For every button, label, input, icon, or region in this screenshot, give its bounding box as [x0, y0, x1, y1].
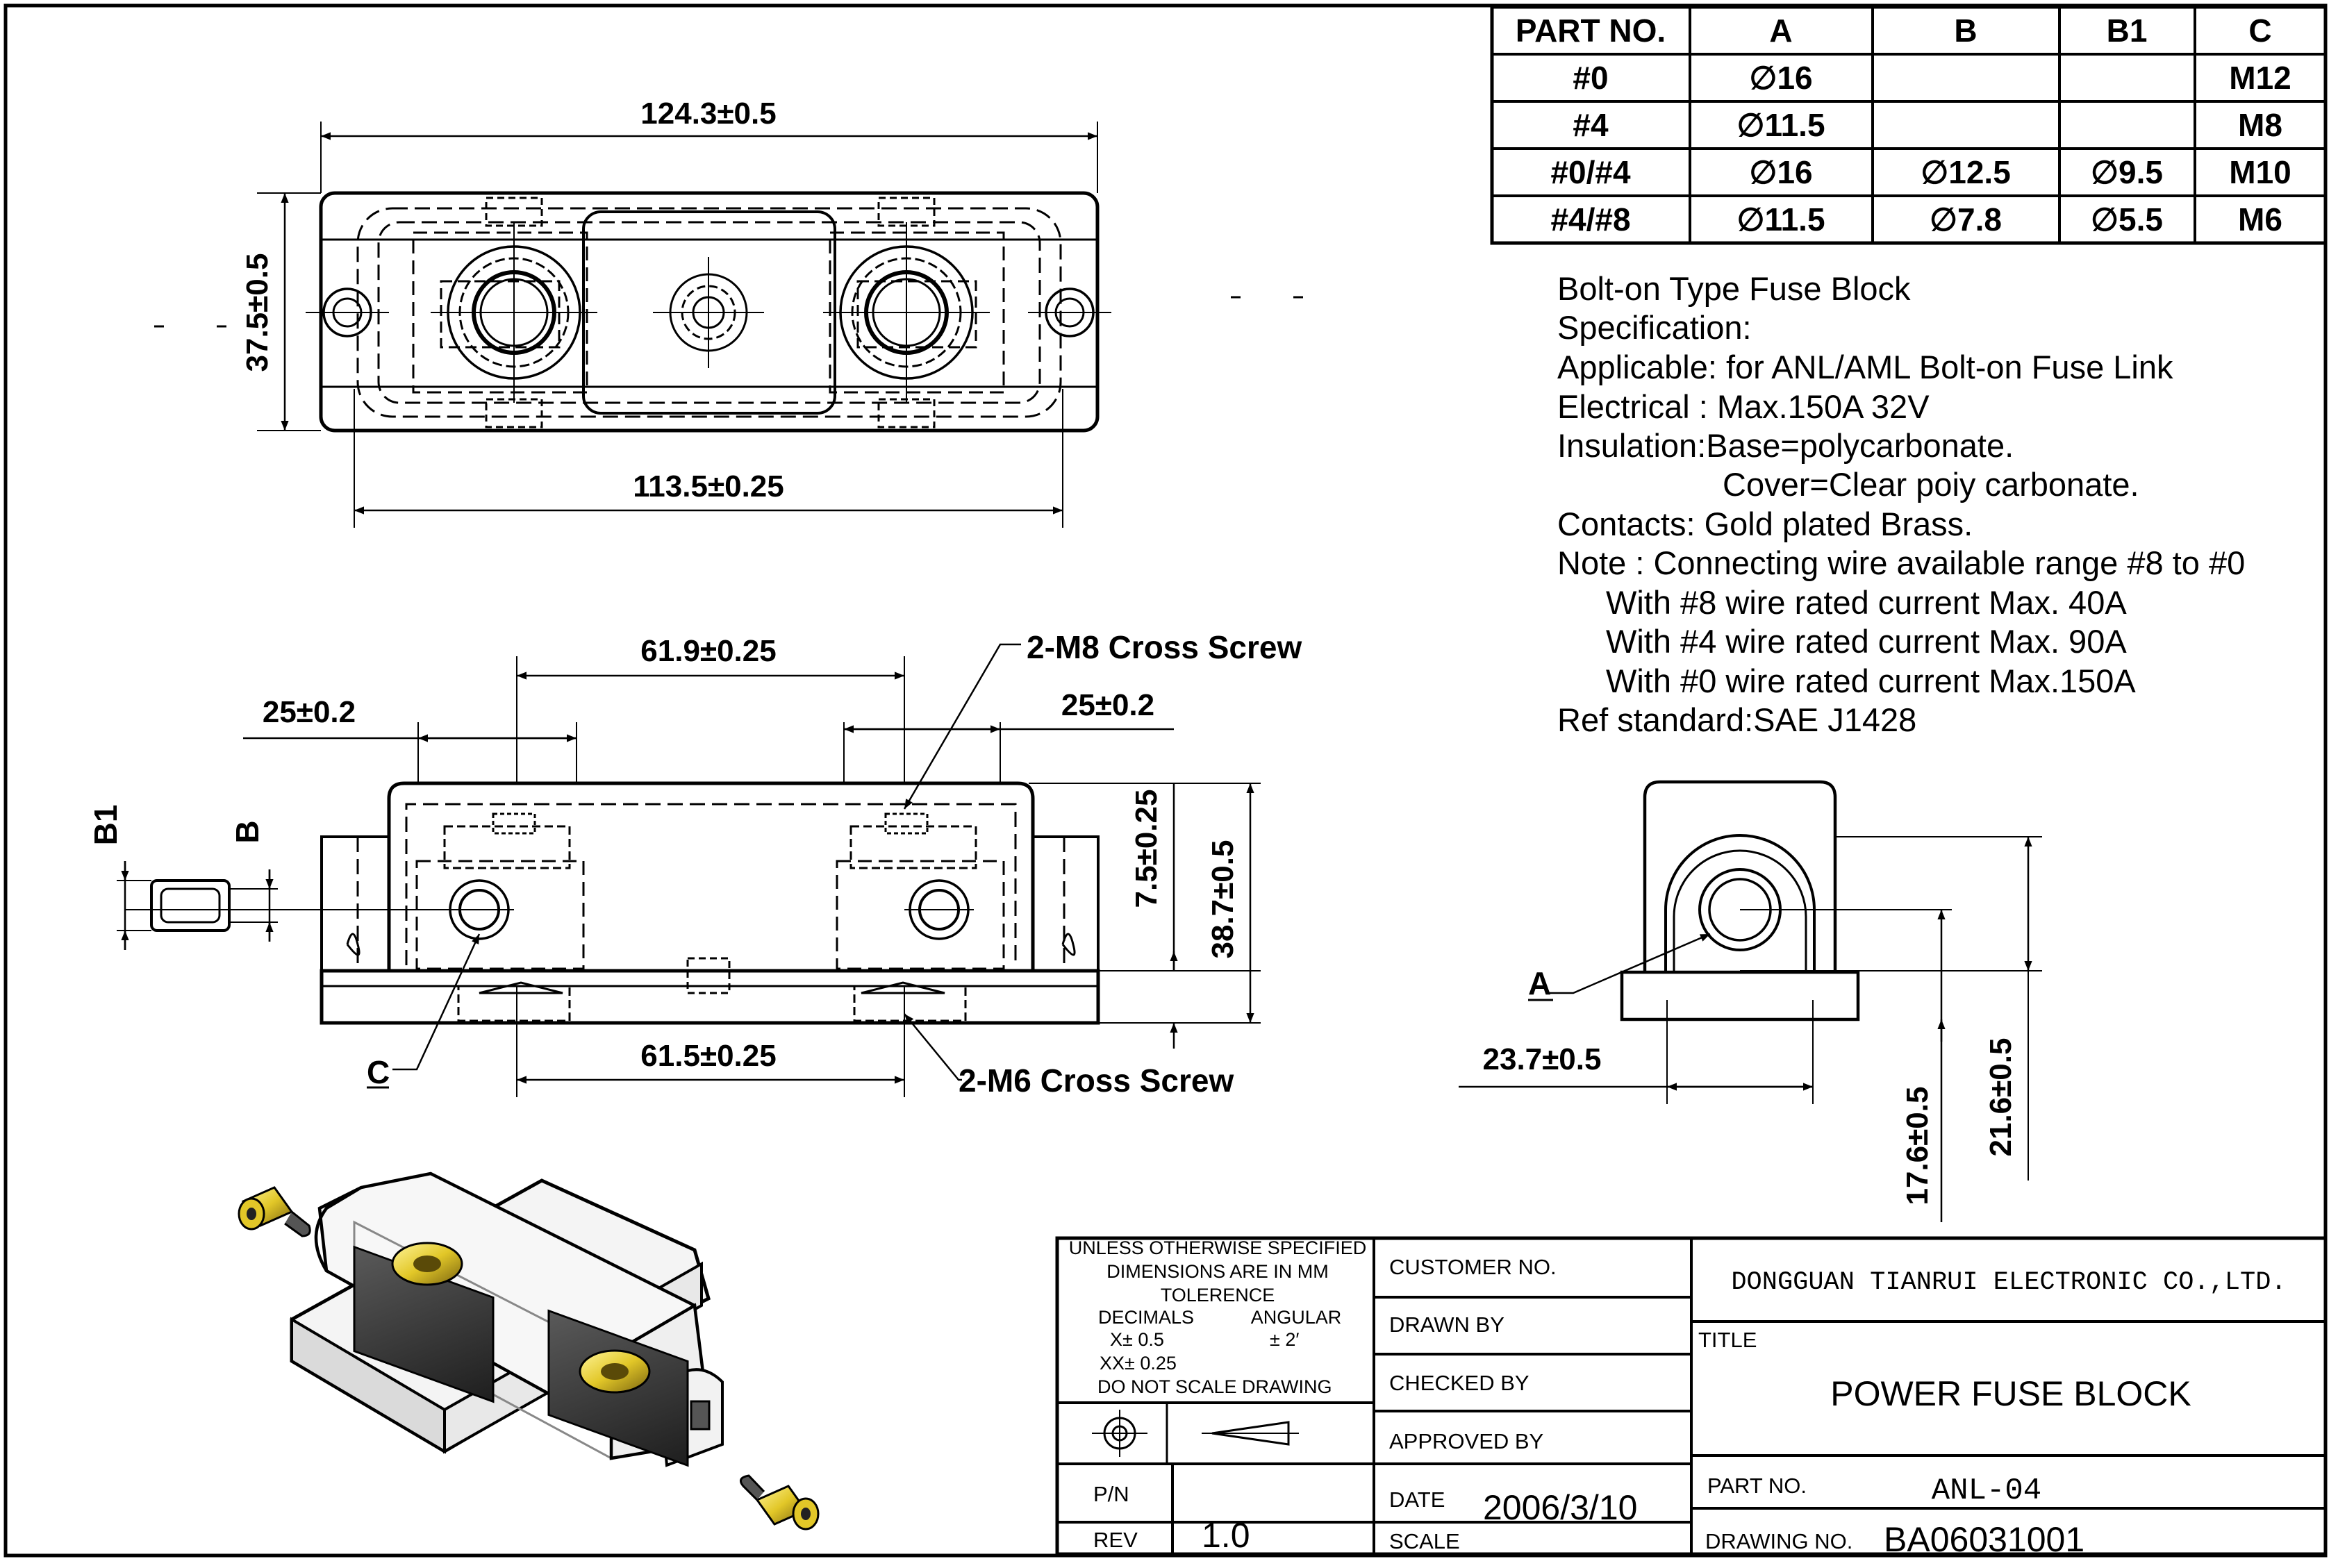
dimension-front-top-span: 61.9±0.25 [640, 634, 776, 668]
tb-pn-label: P/N [1093, 1482, 1129, 1506]
dimension-top-height: 37.5±0.5 [240, 253, 274, 372]
table-cell: ∅5.5 [2091, 201, 2163, 237]
tb-approved-by-label: APPROVED BY [1389, 1429, 1543, 1453]
callout-label-b: B [229, 820, 265, 843]
front-view [117, 643, 1261, 1097]
spec-line: Cover=Clear poiy carbonate. [1723, 466, 2139, 503]
dimension-front-left: 25±0.2 [263, 695, 356, 729]
table-cell: ∅16 [1749, 60, 1812, 96]
callout-label-c: C [367, 1054, 390, 1090]
tb-date-label: DATE [1389, 1487, 1445, 1512]
tb-part-no-label: PART NO. [1707, 1474, 1807, 1498]
side-view [1459, 780, 2042, 1222]
tb-part-no-value: ANL-04 [1932, 1474, 2041, 1508]
title-block [1055, 1236, 2328, 1556]
callout-m8-screw: 2-M8 Cross Screw [1027, 629, 1302, 665]
tb-customer-no-label: CUSTOMER NO. [1389, 1255, 1557, 1279]
table-cell: ∅16 [1749, 154, 1812, 190]
table-header-b1: B1 [2107, 12, 2148, 49]
table-cell: M10 [2229, 154, 2291, 190]
callout-label-a: A [1528, 965, 1551, 1001]
projection-symbol-icon [1092, 1410, 1299, 1457]
isometric-view [238, 1171, 820, 1531]
dimension-side-height-a: 17.6±0.5 [1900, 1087, 1934, 1206]
spec-line: With #0 wire rated current Max.150A [1606, 662, 2136, 699]
table-cell: ∅7.8 [1930, 201, 2002, 237]
table-cell: M6 [2238, 201, 2282, 237]
dimension-top-length: 124.3±0.5 [640, 97, 776, 131]
tb-rev-label-visible: REV [1093, 1528, 1138, 1552]
table-header-part-no: PART NO. [1516, 12, 1666, 49]
right-screw-icon [739, 1474, 820, 1531]
tb-do-not-scale: DO NOT SCALE DRAWING [1097, 1376, 1332, 1397]
spec-line: Ref standard:SAE J1428 [1557, 701, 1916, 738]
tb-notes-line1: UNLESS OTHERWISE SPECIFIED [1069, 1237, 1367, 1258]
dimension-front-total-height: 38.7±0.5 [1206, 840, 1240, 959]
table-cell: ∅11.5 [1736, 201, 1825, 237]
tb-angular-tolerance: ± 2′ [1270, 1329, 1299, 1350]
spec-line: Insulation:Base=polycarbonate. [1557, 427, 2014, 464]
tb-drawing-no-value: BA06031001 [1884, 1520, 2084, 1559]
spec-line: Note : Connecting wire available range #… [1557, 544, 2245, 581]
tb-x-tolerance: X± 0.5 [1110, 1329, 1164, 1350]
spec-line: Specification: [1557, 309, 1752, 346]
spec-line: Contacts: Gold plated Brass. [1557, 506, 1973, 542]
tb-notes-line2: DIMENSIONS ARE IN MM [1106, 1261, 1329, 1282]
tb-title-value: POWER FUSE BLOCK [1830, 1374, 2191, 1413]
spec-line: Applicable: for ANL/AML Bolt-on Fuse Lin… [1557, 349, 2173, 385]
spec-line: With #8 wire rated current Max. 40A [1606, 584, 2127, 621]
dimension-front-bottom-span: 61.5±0.25 [640, 1039, 776, 1073]
tb-date-value: 2006/3/10 [1483, 1488, 1637, 1527]
table-cell: ∅11.5 [1736, 107, 1825, 143]
callout-m6-screw: 2-M6 Cross Screw [959, 1062, 1234, 1099]
left-screw-icon [238, 1186, 311, 1237]
tb-rev-value: 1.0 [1202, 1516, 1250, 1555]
spec-line: With #4 wire rated current Max. 90A [1606, 623, 2127, 660]
table-cell: #0 [1573, 60, 1608, 96]
dimension-side-height-b: 21.6±0.5 [1984, 1038, 2018, 1157]
tb-angular-label: ANGULAR [1251, 1307, 1342, 1328]
table-cell: M8 [2238, 107, 2282, 143]
top-view [154, 122, 1303, 528]
part-table: PART NO. A B B1 C #0 ∅16 M12 #4 ∅11.5 M8… [1490, 5, 2328, 245]
table-cell: #4/#8 [1550, 201, 1630, 237]
spec-line: Electrical : Max.150A 32V [1557, 388, 1930, 425]
table-cell: ∅9.5 [2091, 154, 2163, 190]
callout-label-b1: B1 [88, 805, 124, 846]
table-header-b: B [1954, 12, 1977, 49]
table-cell: #0/#4 [1550, 154, 1631, 190]
table-cell: #4 [1573, 107, 1609, 143]
tb-scale-label: SCALE [1389, 1529, 1460, 1553]
tb-checked-by-label: CHECKED BY [1389, 1371, 1529, 1395]
tb-notes-line3: TOLERENCE [1161, 1285, 1275, 1306]
tb-drawn-by-label: DRAWN BY [1389, 1312, 1504, 1337]
dimension-side-width: 23.7±0.5 [1483, 1042, 1602, 1076]
table-header-a: A [1769, 12, 1792, 49]
table-cell: ∅12.5 [1921, 154, 2011, 190]
dimension-front-small-height: 7.5±0.25 [1129, 790, 1163, 908]
tb-title-label: TITLE [1698, 1328, 1757, 1352]
tb-drawing-no-label: DRAWING NO. [1705, 1529, 1852, 1553]
table-header-c: C [2248, 12, 2271, 49]
dimension-front-right: 25±0.2 [1061, 688, 1154, 722]
specification-text: Bolt-on Type Fuse Block Specification: A… [1557, 270, 2245, 738]
tb-decimals-label: DECIMALS [1098, 1307, 1194, 1328]
dimension-top-bottom-length: 113.5±0.25 [633, 469, 784, 503]
tb-xx-tolerance: XX± 0.25 [1100, 1353, 1177, 1374]
table-cell: M12 [2229, 60, 2291, 96]
spec-line: Bolt-on Type Fuse Block [1557, 270, 1911, 307]
tb-company-name: DONGGUAN TIANRUI ELECTRONIC CO.,LTD. [1731, 1268, 2286, 1297]
